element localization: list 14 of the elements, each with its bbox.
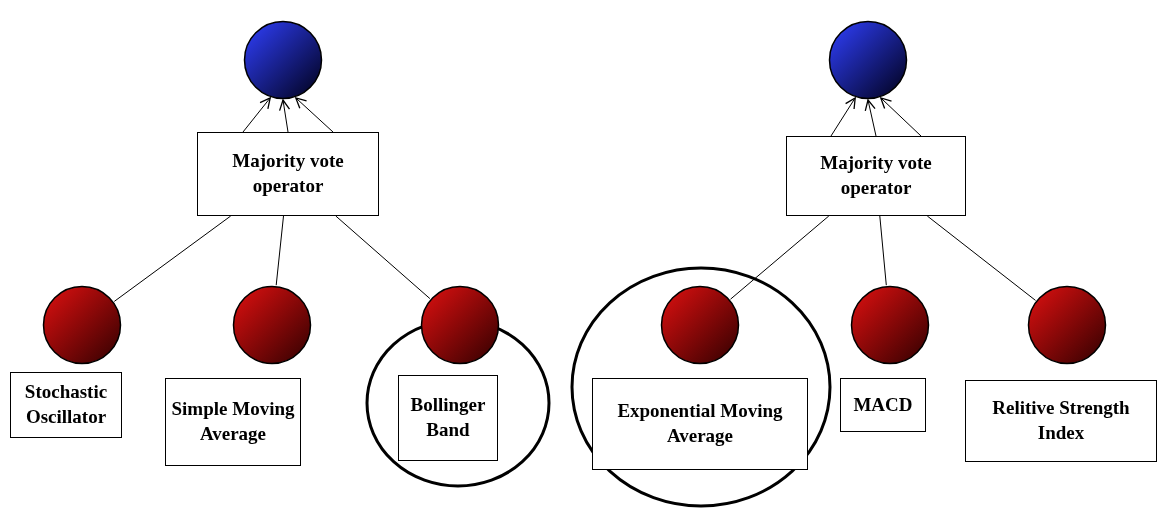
- label-box: Relitive Strength Index: [965, 380, 1157, 462]
- label-box: Simple Moving Average: [165, 378, 301, 466]
- arrow: [295, 97, 334, 133]
- arrow: [242, 97, 271, 133]
- label-box: Stochastic Oscillator: [10, 372, 122, 438]
- label-box: MACD: [840, 378, 926, 432]
- arrow: [830, 97, 856, 137]
- label-box: Exponential Moving Average: [592, 378, 808, 470]
- arrow: [278, 99, 291, 133]
- label-box: Bollinger Band: [398, 375, 498, 461]
- operator-box: Majority vote operator: [786, 136, 966, 216]
- arrow: [880, 97, 922, 137]
- operator-box: Majority vote operator: [197, 132, 379, 216]
- arrow: [864, 99, 877, 137]
